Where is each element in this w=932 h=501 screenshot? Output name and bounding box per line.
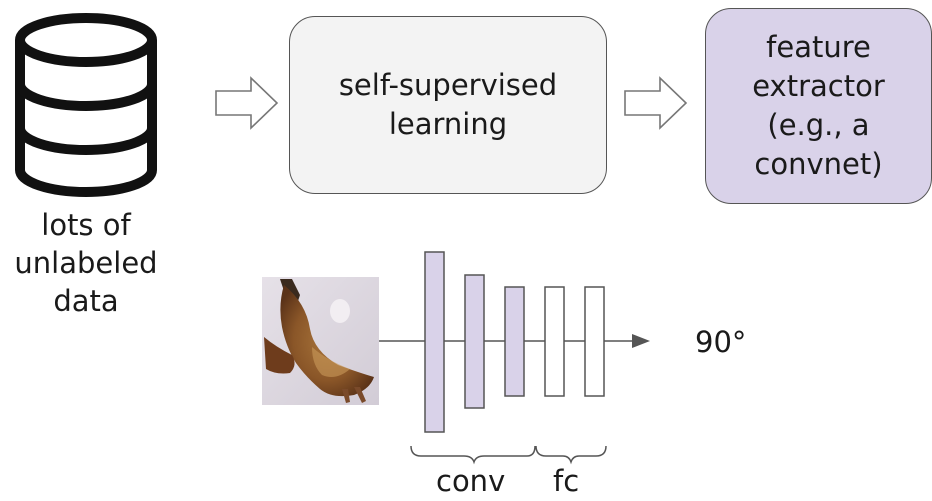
- hollow-right-arrow-icon: [215, 76, 279, 130]
- fc-layer-2: [584, 286, 605, 397]
- box-text: convnet): [754, 147, 883, 181]
- output-label: 90°: [695, 325, 747, 359]
- fc-layer-1: [544, 286, 565, 397]
- hollow-right-arrow-icon: [624, 76, 688, 130]
- fc-label: fc: [553, 464, 580, 498]
- box-text: learning: [388, 107, 508, 141]
- feature-extractor-box: feature extractor (e.g., a convnet): [705, 8, 932, 204]
- box-text: feature: [766, 30, 871, 64]
- conv-label: conv: [436, 464, 506, 498]
- data-label-line: data: [53, 284, 119, 318]
- box-text: (e.g., a: [767, 108, 870, 142]
- data-label: lots of unlabeled data: [0, 206, 172, 320]
- data-label-line: lots of: [41, 208, 131, 242]
- box-text: self-supervised: [338, 68, 558, 102]
- fc-brace: [535, 445, 607, 465]
- self-supervised-learning-box: self-supervised learning: [289, 16, 607, 194]
- data-label-line: unlabeled: [14, 246, 158, 280]
- database-icon: [15, 13, 157, 197]
- conv-brace: [410, 445, 536, 465]
- conv-layer-3: [504, 286, 525, 397]
- output-arrowhead: [632, 334, 650, 348]
- conv-layer-1: [424, 251, 445, 433]
- box-text: extractor: [752, 69, 885, 103]
- conv-layer-2: [464, 274, 485, 409]
- bird-photo: [262, 277, 379, 405]
